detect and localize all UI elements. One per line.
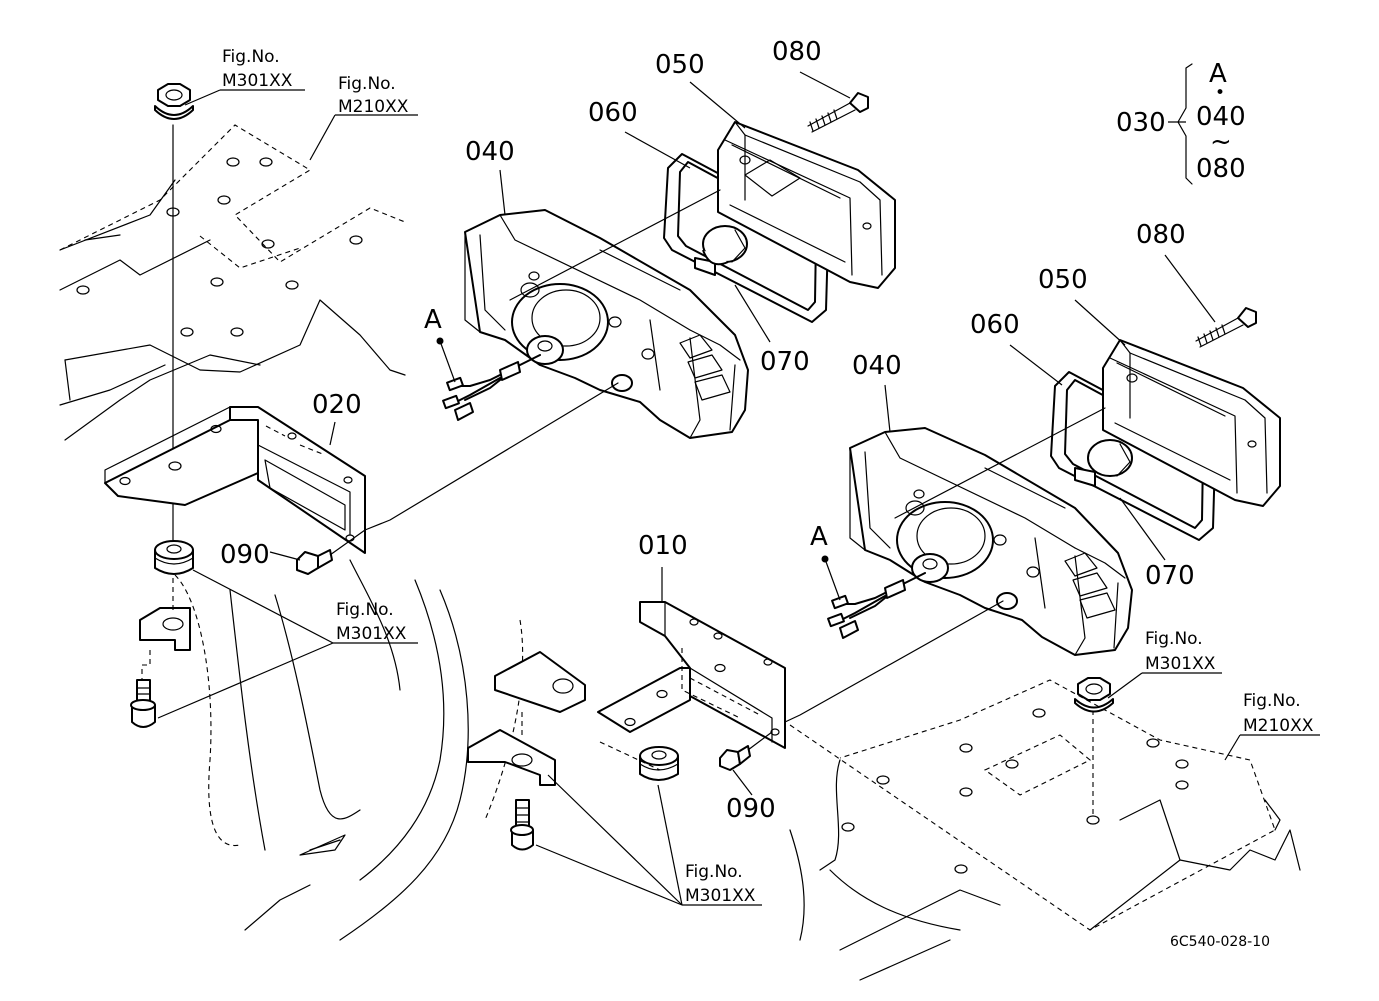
- label-050-upper: 050: [655, 50, 705, 80]
- left-mounting-stack: [130, 83, 194, 728]
- callout-a-upper: A: [424, 305, 442, 335]
- lamp-assembly-left: [364, 92, 896, 531]
- bracket-020: [104, 406, 366, 575]
- label-070-upper: 070: [760, 347, 810, 377]
- figref-caption: Fig.No.: [685, 862, 743, 882]
- callout-a-lower: A: [810, 522, 828, 552]
- figref-number: M301XX: [336, 624, 407, 644]
- label-060-upper: 060: [588, 98, 638, 128]
- label-030: 030: [1116, 108, 1166, 138]
- figref-caption: Fig.No.: [336, 600, 394, 620]
- figref-number: M301XX: [1145, 654, 1216, 674]
- label-060-lower: 060: [970, 310, 1020, 340]
- figref-caption: Fig.No.: [222, 47, 280, 67]
- leader-lines: [157, 63, 1320, 906]
- drawing-code: 6C540-028-10: [1170, 934, 1270, 950]
- group-label-dot: •: [1215, 83, 1225, 103]
- label-040-lower: 040: [852, 351, 902, 381]
- figure-references: Fig.No. M301XX Fig.No. M210XX Fig.No. M3…: [222, 47, 1314, 906]
- group-label-bottom: 080: [1196, 154, 1246, 184]
- label-080-lower: 080: [1136, 220, 1186, 250]
- figref-caption: Fig.No.: [338, 74, 396, 94]
- label-070-lower: 070: [1145, 561, 1195, 591]
- label-090-left: 090: [220, 540, 270, 570]
- group-label-mid: 040: [1196, 102, 1246, 132]
- label-040-upper: 040: [465, 137, 515, 167]
- label-090-right: 090: [726, 794, 776, 824]
- bracket-010: [467, 601, 786, 851]
- label-020: 020: [312, 390, 362, 420]
- group-label-tilde: ~: [1210, 127, 1232, 157]
- label-050-lower: 050: [1038, 265, 1088, 295]
- label-010: 010: [638, 531, 688, 561]
- figref-number: M301XX: [685, 886, 756, 906]
- figref-caption: Fig.No.: [1145, 629, 1203, 649]
- figref-number: M210XX: [1243, 716, 1314, 736]
- figref-number: M210XX: [338, 97, 409, 117]
- figref-number: M301XX: [222, 71, 293, 91]
- group-label-top: A: [1209, 59, 1227, 89]
- lamp-assembly-right: [784, 307, 1281, 723]
- label-080-upper: 080: [772, 37, 822, 67]
- right-mounting-stack: [1074, 677, 1114, 818]
- part-labels: 080 050 060 040 070 020 090 080 050 060 …: [220, 37, 1246, 824]
- figref-caption: Fig.No.: [1243, 691, 1301, 711]
